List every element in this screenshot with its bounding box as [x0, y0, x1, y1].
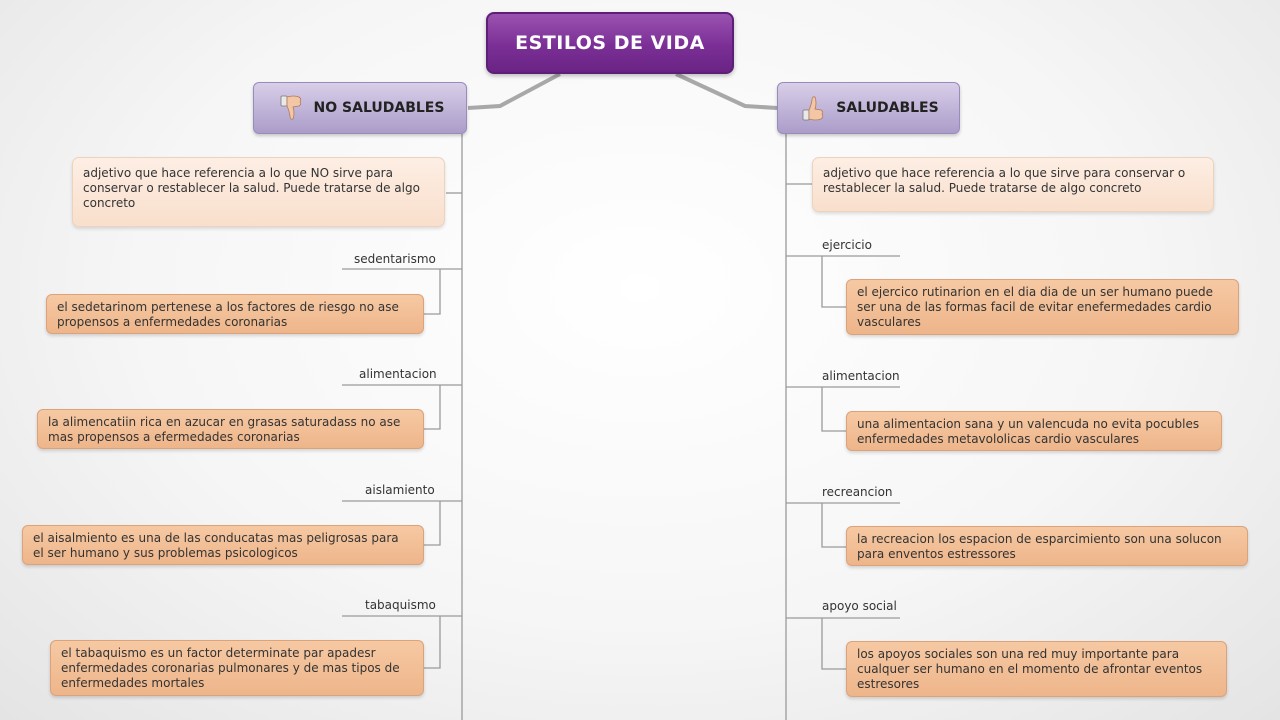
topic-label: ejercicio	[822, 238, 872, 252]
note-text: el sedetarinom pertenese a los factores …	[57, 300, 399, 329]
topic-label: apoyo social	[822, 599, 897, 613]
definition-text: adjetivo que hace referencia a lo que si…	[823, 166, 1186, 195]
definition-no-saludables[interactable]: adjetivo que hace referencia a lo que NO…	[72, 157, 445, 227]
topic-label: tabaquismo	[365, 598, 436, 612]
topic-label: aislamiento	[365, 483, 435, 497]
branch-label: SALUDABLES	[836, 100, 939, 116]
topic-alimentacion-right[interactable]: alimentacion	[822, 369, 900, 383]
note-alimentacion-left[interactable]: la alimencatiin rica en azucar en grasas…	[37, 409, 424, 449]
note-text: una alimentacion sana y un valencuda no …	[857, 417, 1200, 446]
topic-label: sedentarismo	[354, 252, 436, 266]
thumbs-down-icon	[280, 95, 301, 120]
branch-no-saludables[interactable]: NO SALUDABLES	[253, 82, 467, 134]
note-text: el aisalmiento es una de las conducatas …	[33, 531, 399, 560]
branch-saludables[interactable]: SALUDABLES	[777, 82, 960, 134]
note-ejercicio[interactable]: el ejercico rutinarion en el dia dia de …	[846, 279, 1239, 335]
note-text: el tabaquismo es un factor determinate p…	[61, 646, 400, 690]
note-text: la recreacion los espacion de esparcimie…	[857, 532, 1222, 561]
note-text: los apoyos sociales son una red muy impo…	[857, 647, 1203, 691]
note-text: el ejercico rutinarion en el dia dia de …	[857, 285, 1213, 329]
topic-recreancion[interactable]: recreancion	[822, 485, 893, 499]
note-apoyo-social[interactable]: los apoyos sociales son una red muy impo…	[846, 641, 1227, 697]
topic-aislamiento[interactable]: aislamiento	[365, 483, 435, 497]
central-topic-label: ESTILOS DE VIDA	[515, 32, 705, 54]
definition-text: adjetivo que hace referencia a lo que NO…	[83, 166, 420, 210]
topic-tabaquismo[interactable]: tabaquismo	[365, 598, 436, 612]
note-alimentacion-right[interactable]: una alimentacion sana y un valencuda no …	[846, 411, 1222, 451]
note-aislamiento[interactable]: el aisalmiento es una de las conducatas …	[22, 525, 424, 565]
branch-label: NO SALUDABLES	[313, 100, 445, 116]
topic-label: alimentacion	[822, 369, 900, 383]
topic-alimentacion-left[interactable]: alimentacion	[359, 367, 437, 381]
definition-saludables[interactable]: adjetivo que hace referencia a lo que si…	[812, 157, 1214, 212]
topic-sedentarismo[interactable]: sedentarismo	[354, 252, 436, 266]
topic-label: recreancion	[822, 485, 893, 499]
note-sedentarismo[interactable]: el sedetarinom pertenese a los factores …	[46, 294, 424, 334]
thumbs-up-icon	[802, 96, 824, 121]
topic-apoyo-social[interactable]: apoyo social	[822, 599, 897, 613]
note-recreancion[interactable]: la recreacion los espacion de esparcimie…	[846, 526, 1248, 566]
central-topic[interactable]: ESTILOS DE VIDA	[486, 12, 734, 74]
topic-ejercicio[interactable]: ejercicio	[822, 238, 872, 252]
note-text: la alimencatiin rica en azucar en grasas…	[48, 415, 401, 444]
topic-label: alimentacion	[359, 367, 437, 381]
note-tabaquismo[interactable]: el tabaquismo es un factor determinate p…	[50, 640, 424, 696]
